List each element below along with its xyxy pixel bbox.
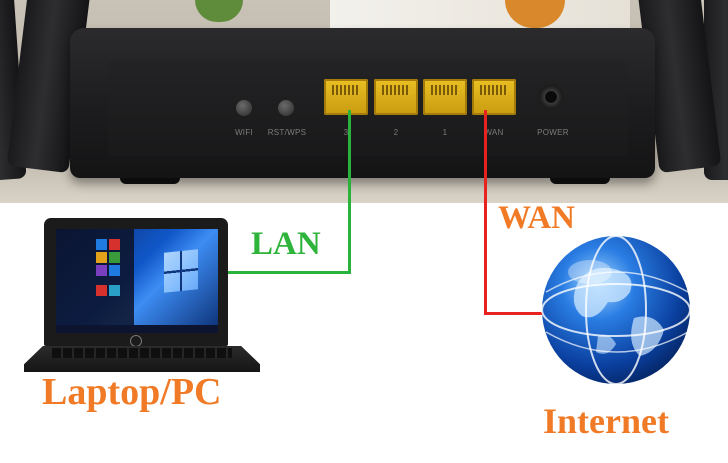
- lan-port-3: [324, 79, 368, 115]
- laptop-pc-label: Laptop/PC: [42, 371, 222, 413]
- start-menu: [56, 229, 134, 325]
- power-jack-label: POWER: [537, 128, 569, 137]
- lan-cable-horizontal: [227, 271, 351, 274]
- internet-label: Internet: [543, 401, 669, 441]
- start-tile: [96, 285, 107, 296]
- power-jack: [538, 84, 564, 110]
- hp-logo-icon: [130, 335, 142, 347]
- wan-cable-horizontal: [484, 312, 548, 315]
- wan-port-label: WAN: [484, 128, 504, 137]
- taskbar: [56, 325, 218, 333]
- start-tile: [109, 265, 120, 276]
- lan-port-2-label: 2: [393, 128, 399, 137]
- start-tile: [109, 285, 120, 296]
- start-tile: [96, 252, 107, 263]
- router-back-panel: [108, 60, 628, 156]
- laptop-screen: [56, 229, 218, 333]
- lan-port-1: [423, 79, 467, 115]
- lan-port-1-label: 1: [442, 128, 448, 137]
- wifi-button: [236, 100, 252, 116]
- globe-icon: [541, 235, 691, 385]
- windows-logo-icon: [164, 249, 198, 293]
- wan-label: WAN: [498, 200, 576, 236]
- router-photo: WIFI RST/WPS 3 2 1 WAN POWER: [0, 0, 728, 203]
- wan-cable-vertical: [484, 110, 487, 315]
- start-tile: [109, 252, 120, 263]
- wan-port: [472, 79, 516, 115]
- background-plant: [195, 0, 243, 22]
- wifi-button-label: WIFI: [234, 128, 254, 137]
- lan-label: LAN: [251, 226, 321, 262]
- lan-cable-vertical: [348, 110, 351, 274]
- lan-port-2: [374, 79, 418, 115]
- lan-port-3-label: 3: [343, 128, 349, 137]
- start-tile: [96, 239, 107, 250]
- start-tile: [109, 239, 120, 250]
- reset-wps-button: [278, 100, 294, 116]
- laptop-keyboard: [52, 348, 232, 358]
- reset-wps-button-label: RST/WPS: [267, 128, 307, 137]
- start-tile: [96, 265, 107, 276]
